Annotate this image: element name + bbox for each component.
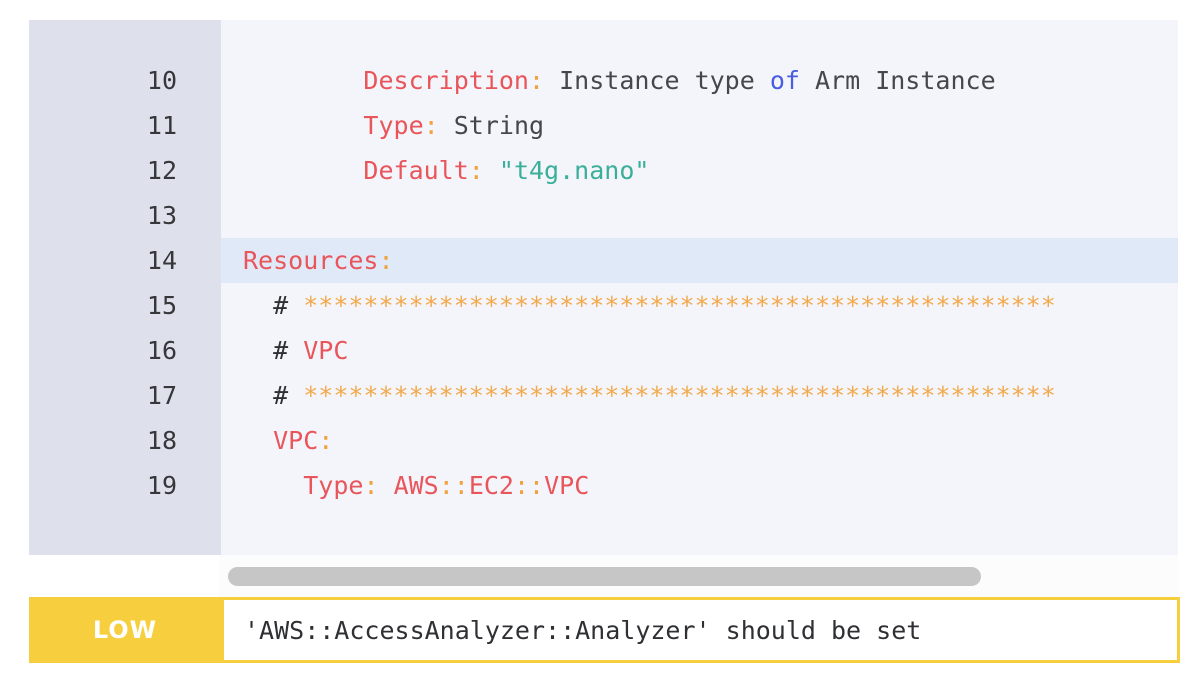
line-number: 17 [146,381,177,410]
line-number: 16 [146,336,177,365]
code-line[interactable]: Type: String [221,103,1178,148]
code-token-plain: String [438,111,545,140]
line-number-gutter: 10 11 12 13 14 15 16 17 18 19 [29,20,221,555]
line-number-list: 10 11 12 13 14 15 16 17 18 19 [29,58,221,508]
code-token-stars: ****************************************… [288,291,1056,320]
code-viewer: 10 11 12 13 14 15 16 17 18 19 Description: Instan… [29,20,1178,555]
line-number: 10 [146,66,177,95]
code-token-type: VPC [544,471,590,500]
code-token-key: Type [363,111,424,140]
code-token-type: EC2 [468,471,514,500]
line-number: 15 [146,291,177,320]
code-token-plain [288,336,303,365]
line-number: 19 [146,471,177,500]
code-token-type: AWS [393,471,439,500]
finding-message-box: 'AWS::AccessAnalyzer::Analyzer' should b… [221,597,1180,663]
line-number: 18 [146,426,177,455]
code-token-key: Default [363,156,469,185]
code-line[interactable]: # **************************************… [221,283,1178,328]
code-token-key: Resources [243,246,379,275]
code-token-plain [379,471,394,500]
code-token-plain [243,66,363,95]
code-token-plain [243,381,273,410]
line-number: 14 [146,246,177,275]
code-token-kw: of [769,66,800,95]
code-token-punct: : [423,111,439,140]
code-token-punct: : [529,66,545,95]
code-token-key: Description [363,66,529,95]
code-token-punct: : [363,471,379,500]
code-token-punct: :: [513,471,545,500]
code-token-comment: VPC [303,336,349,365]
line-number: 11 [146,111,177,140]
code-token-plain: Instance type [544,66,770,95]
code-line[interactable]: VPC: [221,418,1178,463]
code-line[interactable]: Description: Instance type of Arm Instan… [221,58,1178,103]
code-token-plain [243,471,303,500]
code-line[interactable]: Type: AWS::EC2::VPC [221,463,1178,508]
code-token-punct: : [318,426,334,455]
code-token-hash: # [273,336,289,365]
code-token-plain [243,336,273,365]
code-token-plain [484,156,499,185]
code-token-punct: : [378,246,394,275]
code-token-stars: ****************************************… [288,381,1056,410]
code-line[interactable]: Resources: [221,238,1178,283]
code-token-key: VPC [273,426,319,455]
line-number: 13 [146,201,177,230]
code-line[interactable]: Default: "t4g.nano" [221,148,1178,193]
code-line[interactable]: # **************************************… [221,373,1178,418]
finding-message-text: 'AWS::AccessAnalyzer::Analyzer' should b… [244,615,922,645]
code-token-punct: :: [438,471,469,500]
severity-badge: LOW [29,597,221,663]
scrollbar-thumb[interactable] [228,567,981,586]
code-token-string: "t4g.nano" [498,156,650,185]
code-line-list: Description: Instance type of Arm Instan… [221,58,1178,508]
scrollbar-track[interactable] [219,555,1178,597]
code-token-plain [243,111,363,140]
code-token-plain [243,291,273,320]
code-line[interactable] [221,193,1178,238]
code-token-plain: Arm Instance [799,66,996,95]
code-token-key: Type [303,471,364,500]
code-token-hash: # [273,291,289,320]
code-token-plain [243,156,363,185]
code-token-hash: # [273,381,289,410]
horizontal-scrollbar[interactable] [219,555,1178,597]
code-token-plain [243,426,273,455]
code-token-punct: : [468,156,484,185]
code-line[interactable]: # VPC [221,328,1178,373]
line-number: 12 [146,156,177,185]
code-pane[interactable]: Description: Instance type of Arm Instan… [221,20,1178,555]
finding-row: LOW 'AWS::AccessAnalyzer::Analyzer' shou… [29,597,1180,663]
